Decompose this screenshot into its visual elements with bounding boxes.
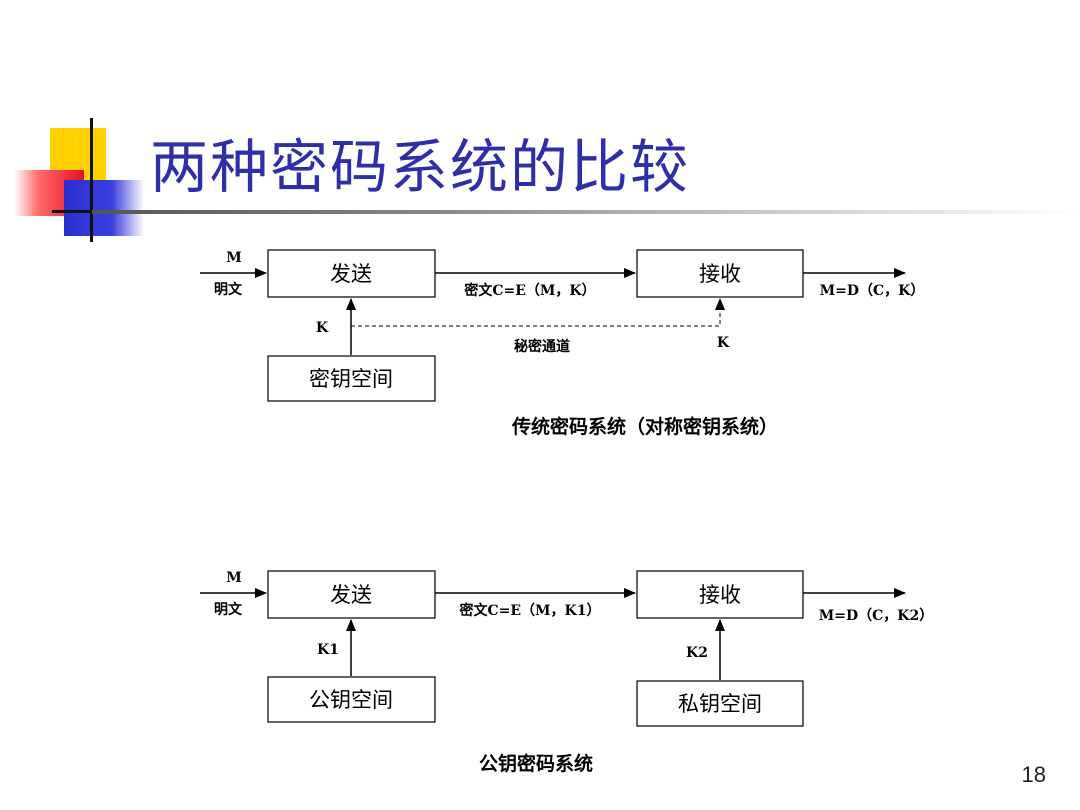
pub-keyspace-box (267, 676, 436, 723)
sym-keyspace-box (267, 355, 436, 402)
sym-receive-label: 接收 (699, 262, 741, 286)
sym-output-label: M=D（C，K） (820, 283, 925, 299)
slide-title: 两种密码系统的比较 (150, 133, 691, 201)
sym-input-top-label: M (226, 250, 242, 266)
symmetric-system: M 明文 发送 密文C=E（M，K） 接收 M=D（C，K） K 秘密通道 K … (200, 249, 925, 438)
priv-keyspace-box (636, 680, 804, 727)
title-underline-rule (92, 210, 1080, 214)
sym-key-send-label: K (316, 320, 329, 336)
sym-ciphertext-label: 密文C=E（M，K） (463, 282, 595, 299)
sym-caption: 传统密码系统（对称密钥系统） (511, 415, 778, 438)
page-number: 18 (1021, 762, 1046, 787)
pub-input-bottom-label: 明文 (214, 601, 243, 618)
sym-key-recv-label: K (717, 335, 730, 351)
pub-output-label: M=D（C，K2） (819, 608, 933, 624)
sym-input-bottom-label: 明文 (214, 281, 243, 298)
pub-key-send-label: K1 (317, 642, 339, 658)
pub-receive-box (636, 570, 804, 619)
priv-keyspace-label: 私钥空间 (678, 692, 762, 716)
public-key-system: M 明文 发送 密文C=E（M，K1） 接收 M=D（C，K2） K1 K2 公… (200, 570, 933, 775)
title-deco-blue-bar (64, 180, 144, 236)
sym-keyspace-label: 密钥空间 (309, 367, 393, 391)
pub-caption: 公钥密码系统 (479, 752, 593, 775)
pub-ciphertext-label: 密文C=E（M，K1） (459, 602, 601, 619)
pub-send-box (267, 570, 436, 619)
pub-receive-label: 接收 (699, 583, 741, 607)
sym-secret-channel-line (351, 298, 725, 327)
pub-keyspace-label: 公钥空间 (309, 688, 393, 712)
pub-send-label: 发送 (330, 583, 372, 607)
title-deco-vertical-line (90, 118, 93, 242)
sym-send-label: 发送 (330, 262, 372, 286)
pub-key-recv-label: K2 (686, 645, 708, 661)
sym-channel-label: 秘密通道 (514, 338, 570, 355)
pub-input-top-label: M (226, 570, 242, 586)
